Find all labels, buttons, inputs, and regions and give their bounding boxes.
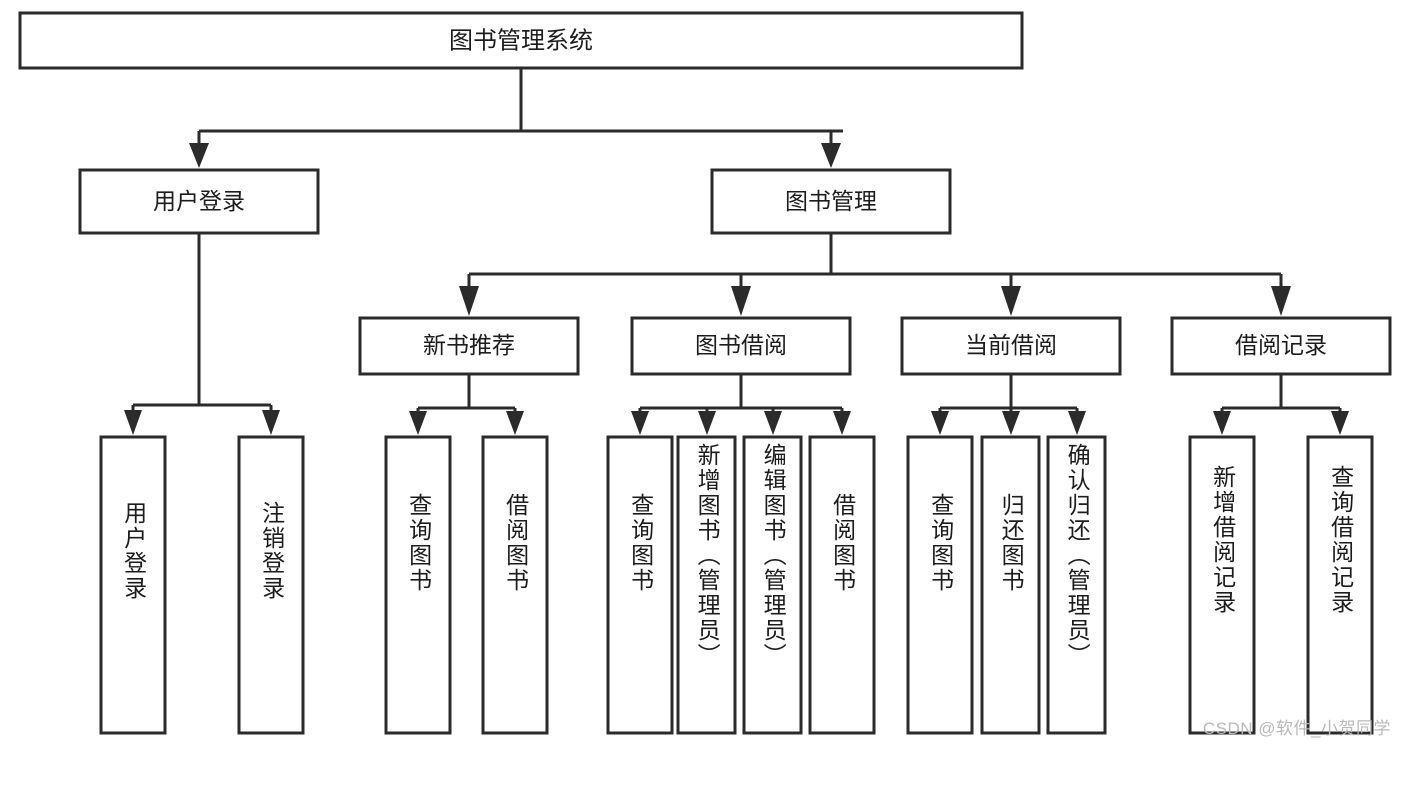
node-current-borrow-label: 当前借阅 [965, 332, 1057, 358]
connector-group-bookborrow-children [631, 374, 851, 435]
connector-group-newbookrec-children [409, 374, 524, 435]
node-current-borrow-box[interactable] [900, 316, 1122, 376]
arrow-head-leaf-query-book-2 [631, 411, 649, 435]
arrow-head-leaf-borrow-book-2 [833, 411, 851, 435]
node-book-management-box[interactable] [710, 168, 952, 235]
node-book-management[interactable]: 图书管理 [710, 168, 952, 235]
node-borrow-record-label: 借阅记录 [1235, 332, 1327, 358]
arrow-head-leaf-edit-book [764, 411, 782, 435]
node-root-system-box[interactable] [18, 11, 1024, 70]
arrow-head-leaf-return-book [1002, 411, 1020, 435]
arrow-head-leaf-logout [262, 410, 280, 435]
leaf-box-return-book[interactable] [980, 435, 1041, 735]
node-borrow-record-box[interactable] [1170, 316, 1392, 376]
leaf-box-query-book-cur[interactable] [906, 435, 974, 735]
connector-group-root-to-level2 [189, 68, 843, 168]
leaf-box-edit-book-admin[interactable] [742, 435, 803, 735]
leaf-box-confirm-return[interactable] [1046, 435, 1107, 735]
arrow-head-current-borrow [1001, 286, 1021, 316]
arrow-head-leaf-query-record [1331, 411, 1349, 435]
arrow-head-leaf-add-book [698, 411, 716, 435]
node-new-book-recommend-box[interactable] [358, 316, 580, 376]
node-book-management-label: 图书管理 [785, 188, 877, 214]
leaf-box-query-book-rec[interactable] [384, 435, 452, 735]
leaf-box-add-book-admin[interactable] [676, 435, 737, 735]
arrow-head-leaf-query-book-3 [931, 411, 949, 435]
arrow-head-book-manage [821, 143, 841, 168]
node-new-book-recommend-label: 新书推荐 [423, 332, 515, 358]
connector-group-bookmanage-children [459, 233, 1291, 316]
node-book-borrow-label: 图书借阅 [695, 332, 787, 358]
arrow-head-leaf-confirm-return [1068, 411, 1086, 435]
connector-group-currentborrow-children [931, 374, 1086, 435]
node-user-login[interactable]: 用户登录 [78, 168, 320, 235]
arrow-head-new-book-rec [459, 286, 479, 316]
leaf-box-query-borrow-record[interactable] [1306, 435, 1374, 735]
diagram-root: 图书管理系统 用户登录 图书管理 新书推荐 图书借阅 当前借阅 借阅记录 [18, 11, 1392, 738]
node-root-system[interactable]: 图书管理系统 [18, 11, 1024, 70]
leaf-box-user-login[interactable] [99, 435, 167, 735]
arrow-head-leaf-query-book-1 [409, 411, 427, 435]
node-borrow-record[interactable]: 借阅记录 [1170, 316, 1392, 376]
connector-group-userlogin-children [124, 233, 280, 435]
node-book-borrow[interactable]: 图书借阅 [630, 316, 852, 376]
arrow-head-user-login [189, 143, 209, 168]
arrow-head-book-borrow [731, 286, 751, 316]
node-current-borrow[interactable]: 当前借阅 [900, 316, 1122, 376]
leaf-box-borrow-book-bor[interactable] [808, 435, 876, 735]
node-book-borrow-box[interactable] [630, 316, 852, 376]
leaf-box-add-borrow-record[interactable] [1188, 435, 1256, 735]
node-user-login-box[interactable] [78, 168, 320, 235]
leaf-box-logout[interactable] [237, 435, 305, 735]
arrow-head-borrow-record [1271, 286, 1291, 316]
watermark-label: CSDN @软件_小贺同学 [1202, 719, 1391, 738]
node-new-book-recommend[interactable]: 新书推荐 [358, 316, 580, 376]
arrow-head-leaf-borrow-book-1 [506, 411, 524, 435]
diagram-canvas: 图书管理系统 用户登录 图书管理 新书推荐 图书借阅 当前借阅 借阅记录 [18, 11, 1392, 735]
arrow-head-leaf-add-record [1213, 411, 1231, 435]
leaf-box-borrow-book-rec[interactable] [481, 435, 549, 735]
node-user-login-label: 用户登录 [153, 188, 245, 214]
leaf-box-group [99, 435, 1374, 735]
node-root-system-label: 图书管理系统 [449, 27, 593, 54]
arrow-head-leaf-user-login [124, 410, 142, 435]
connector-group-borrowrecord-children [1213, 374, 1349, 435]
leaf-box-query-book-bor[interactable] [606, 435, 674, 735]
